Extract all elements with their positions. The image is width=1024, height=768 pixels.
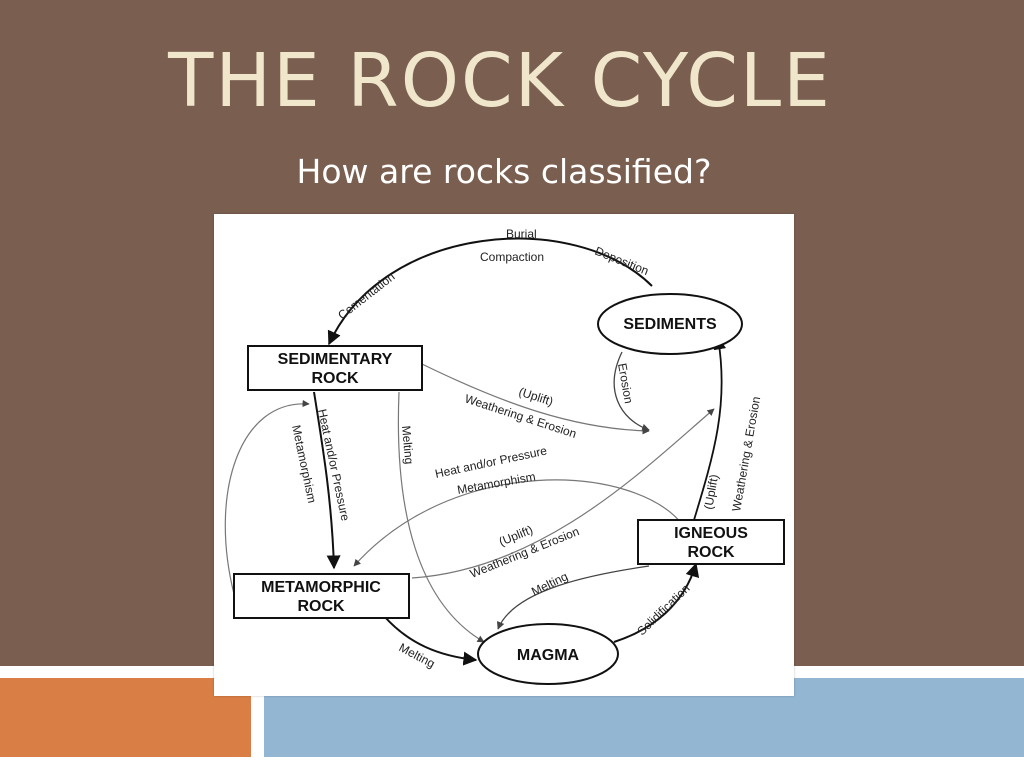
node-magma: MAGMA [477, 623, 619, 685]
slide-title: THE ROCK CYCLE [168, 38, 832, 124]
node-sediments-label: SEDIMENTS [623, 316, 717, 333]
node-magma-label: MAGMA [517, 647, 580, 664]
node-igneous-rock: IGNEOUS ROCK [637, 519, 785, 565]
edge-metamorphic-loop [224, 399, 310, 595]
node-metamorphic-label-1: METAMORPHIC [261, 579, 381, 596]
rock-cycle-svg: Burial Compaction Deposition Cementation… [224, 227, 785, 685]
node-igneous-label-2: ROCK [687, 544, 735, 561]
edge-metamorphic-weathering [411, 408, 715, 579]
label-solidification: Solidification [634, 581, 692, 638]
edge-metamorphic-melting [383, 615, 478, 666]
label-burial: Burial [506, 227, 537, 241]
diagram-edges [224, 237, 727, 666]
rock-cycle-diagram: Burial Compaction Deposition Cementation… [214, 214, 794, 696]
label-uplift-igneous: (Uplift) [701, 473, 721, 510]
node-sedimentary-label-2: ROCK [311, 370, 359, 387]
label-weathering-erosion-igneous: Weathering & Erosion [729, 395, 763, 512]
label-uplift-1: (Uplift) [517, 385, 555, 409]
node-sedimentary-label-1: SEDIMENTARY [278, 351, 393, 368]
edge-deposition-arc [327, 237, 653, 346]
node-sedimentary-rock: SEDIMENTARY ROCK [247, 345, 423, 391]
edge-igneous-melting [496, 565, 650, 630]
label-cementation: Cementation [335, 269, 397, 322]
node-metamorphic-label-2: ROCK [297, 598, 345, 615]
orange-accent-block [0, 678, 251, 757]
edge-sedimentary-weathering [421, 363, 650, 435]
edge-igneous-weathering [693, 336, 727, 521]
label-melting-sedimentary: Melting [399, 425, 416, 465]
label-melting-igneous: Melting [529, 569, 570, 599]
edge-sedimentary-melting [397, 391, 485, 643]
label-compaction: Compaction [480, 250, 544, 264]
label-melting-metamorphic: Melting [397, 640, 438, 671]
node-igneous-label-1: IGNEOUS [674, 525, 748, 542]
node-sediments: SEDIMENTS [597, 293, 743, 355]
edge-solidification [613, 562, 700, 643]
node-metamorphic-rock: METAMORPHIC ROCK [233, 573, 410, 619]
label-metamorphism-sedimentary: Metamorphism [289, 424, 319, 505]
label-deposition: Deposition [593, 244, 651, 278]
label-erosion: Erosion [615, 362, 636, 405]
edge-igneous-to-metamorphic [353, 479, 683, 567]
edge-sedimentary-to-metamorphic [313, 391, 341, 570]
label-heat-pressure-sedimentary: Heat and/or Pressure [315, 408, 352, 523]
edge-erosion [613, 351, 650, 432]
slide-subtitle: How are rocks classified? [296, 152, 712, 191]
